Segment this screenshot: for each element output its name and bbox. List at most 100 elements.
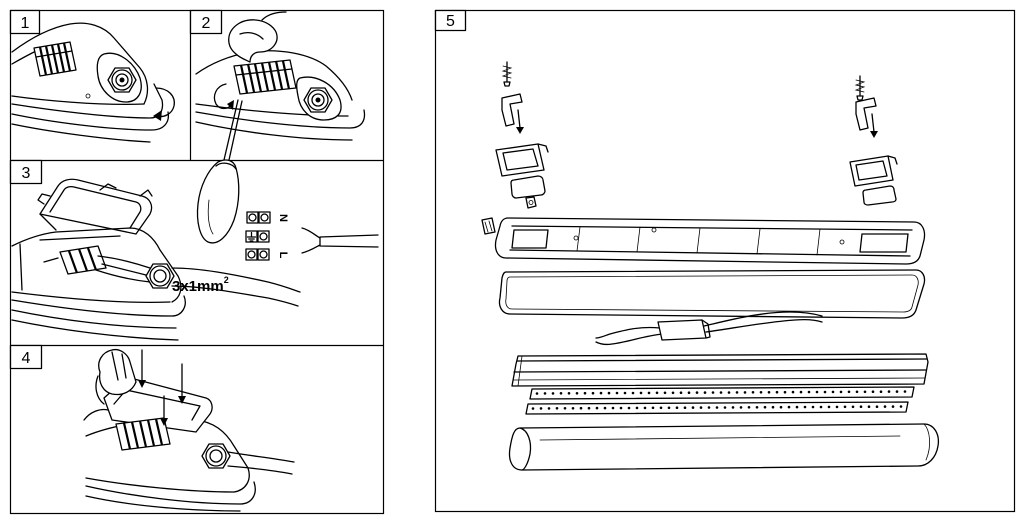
profile-groove-3	[512, 377, 926, 381]
led-strip-2	[525, 401, 909, 415]
led-chip	[551, 392, 555, 395]
led-chip	[891, 405, 895, 408]
led-chip	[775, 390, 779, 394]
cable-gland	[205, 445, 227, 467]
led-chip	[771, 405, 775, 409]
led-chip	[615, 391, 619, 395]
led-chip	[619, 406, 623, 410]
mounting-clip-left	[501, 93, 524, 134]
led-chip	[715, 406, 719, 409]
led-chip	[767, 391, 771, 394]
gasket-inner-line	[505, 274, 919, 313]
panel-2-number: 2	[202, 15, 211, 32]
led-strip-1	[529, 386, 915, 400]
rotation-arrow-head	[227, 100, 234, 110]
led-chip	[727, 391, 731, 394]
gasket-plate-right	[862, 185, 897, 206]
panel-3-label: 3	[9, 159, 43, 185]
terminal-block-rim	[235, 68, 293, 76]
rotation-arrow-head	[153, 110, 162, 121]
housing-front	[11, 95, 145, 106]
opened-lid	[39, 178, 153, 235]
led-chip	[899, 405, 903, 408]
hand-left	[98, 348, 137, 396]
led-chip	[863, 390, 867, 394]
base-tray-bottom	[11, 123, 151, 143]
push-arrow-3-head	[160, 418, 168, 426]
clip-arrow	[871, 113, 875, 133]
panel-1-label: 1	[9, 9, 41, 35]
led-chip	[883, 405, 887, 408]
terminal-neutral-label: N	[277, 214, 289, 222]
gland-hole	[528, 200, 534, 205]
led-chip	[871, 390, 875, 394]
clip-arrow-head	[870, 131, 878, 138]
diffuser-outline	[508, 423, 940, 471]
cable-spec-superscript: 2	[224, 275, 229, 285]
driver-output-wires	[703, 311, 823, 333]
led-chip	[667, 406, 671, 410]
panel-3-label-box	[9, 159, 43, 185]
led-chip	[659, 406, 663, 410]
panel-5-label: 5	[434, 9, 467, 32]
led-chip	[895, 390, 899, 393]
led-chip	[795, 405, 799, 409]
led-chip	[787, 405, 791, 409]
led-chip	[799, 390, 803, 394]
led-chip	[575, 392, 579, 395]
screwdriver-ferrule	[215, 162, 237, 170]
led-chip	[811, 405, 815, 409]
led-chip	[631, 391, 635, 395]
led-chip	[835, 405, 839, 409]
push-arrow-1-head	[138, 380, 146, 388]
cable-spec-text: 3x1mm	[172, 278, 224, 295]
led-chip	[695, 391, 699, 394]
housing-bottom	[85, 481, 256, 505]
led-chip	[819, 405, 823, 409]
hand-thumb	[83, 408, 109, 421]
terminal-n-right	[258, 211, 271, 224]
led-chip	[671, 391, 675, 395]
led-chip	[763, 405, 767, 409]
panel-4-number: 4	[22, 350, 31, 367]
clip-body	[501, 93, 523, 127]
base-tray-bottom	[11, 319, 179, 341]
led-chip	[887, 390, 891, 393]
frame-tab	[887, 155, 898, 165]
supply-cable	[171, 267, 301, 307]
led-chip	[739, 406, 743, 409]
led-chip	[583, 391, 587, 395]
led-chip	[635, 406, 639, 410]
ground-symbol-icon	[246, 231, 257, 242]
led-driver	[595, 311, 823, 346]
driver-box	[657, 319, 707, 341]
led-chip	[731, 406, 735, 409]
led-chip	[859, 405, 863, 409]
clip-body	[855, 97, 877, 131]
led-chip	[595, 406, 599, 410]
led-chip	[567, 392, 571, 395]
terminal-block-teeth	[67, 247, 98, 274]
panel-5-frame	[434, 9, 1016, 513]
terminal-l-left	[245, 248, 258, 261]
profile-groove-2	[513, 369, 927, 373]
housing-cover-edge	[195, 50, 353, 101]
led-chip	[851, 405, 855, 409]
frame-tab	[537, 143, 549, 153]
led-chip	[559, 392, 563, 395]
led-chip	[759, 391, 763, 394]
led-chip	[563, 407, 567, 410]
led-chip	[839, 390, 843, 394]
led-chip	[623, 391, 627, 395]
tray-end-cap-left	[511, 229, 549, 249]
gasket-plate-left	[510, 175, 546, 199]
led-chip	[747, 406, 751, 409]
led-chip	[879, 390, 883, 394]
led-chip	[875, 405, 879, 409]
led-chip	[539, 407, 543, 410]
rotation-arrow	[213, 83, 233, 110]
cable-sheath	[319, 234, 379, 248]
housing-cover-side	[11, 49, 39, 65]
profile-end	[517, 355, 523, 387]
led-chip	[587, 406, 591, 410]
